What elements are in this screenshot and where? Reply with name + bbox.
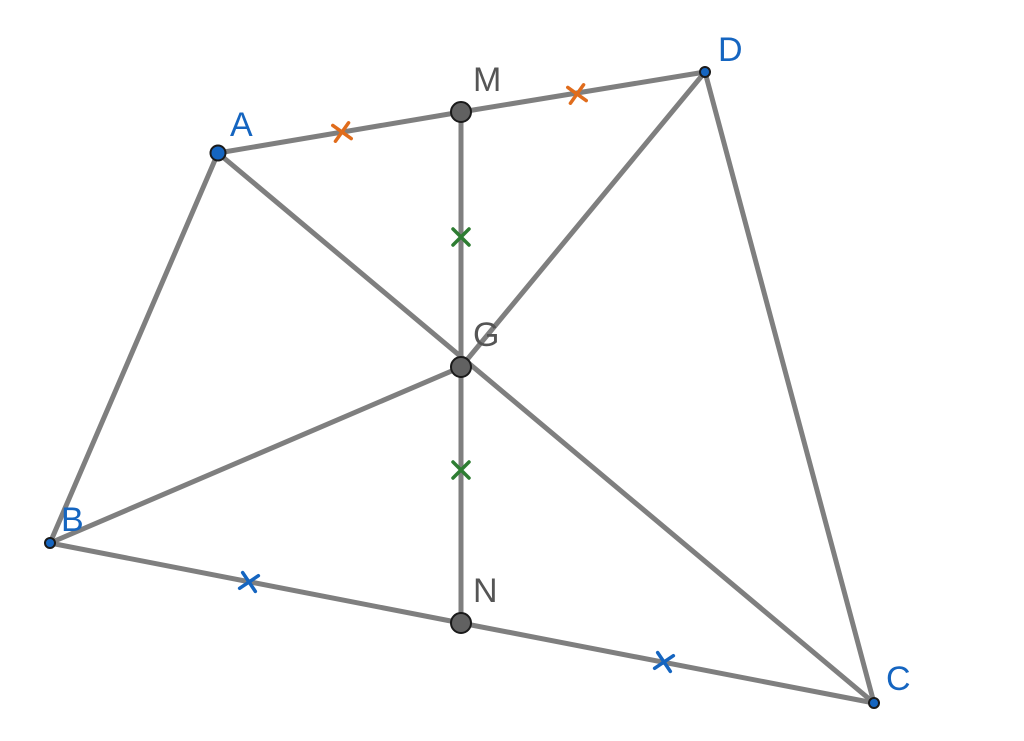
label-a: A <box>230 106 253 144</box>
tick-mark-mg <box>451 227 471 247</box>
tick-mark-am <box>331 121 353 143</box>
segments-layer <box>47 69 877 706</box>
label-c: C <box>886 660 911 698</box>
point-d[interactable] <box>699 66 711 78</box>
tick-mark-bn <box>237 570 261 594</box>
label-n: N <box>473 572 498 610</box>
tick-mark-nc <box>652 650 676 674</box>
segment-gd <box>458 69 708 370</box>
segment-ab <box>47 150 221 546</box>
label-d: D <box>718 31 743 69</box>
segment-dc <box>702 69 877 706</box>
label-b: B <box>61 501 84 539</box>
labels-layer: A B C D M G N <box>61 31 911 698</box>
tick-mark-gn <box>451 460 471 480</box>
label-m: M <box>473 61 501 99</box>
tick-mark-md <box>566 83 588 105</box>
tick-marks-layer <box>237 83 676 674</box>
points-layer <box>44 66 880 709</box>
point-b[interactable] <box>44 537 56 549</box>
point-g[interactable] <box>450 356 472 378</box>
point-n[interactable] <box>450 612 472 634</box>
label-g: G <box>473 316 499 354</box>
segment-ac <box>215 150 877 706</box>
point-a[interactable] <box>209 144 227 162</box>
segment-nc <box>458 620 877 706</box>
segment-bn <box>47 540 464 626</box>
point-c[interactable] <box>868 697 880 709</box>
segment-bg <box>47 364 464 546</box>
point-m[interactable] <box>450 101 472 123</box>
segment-md <box>458 69 708 115</box>
